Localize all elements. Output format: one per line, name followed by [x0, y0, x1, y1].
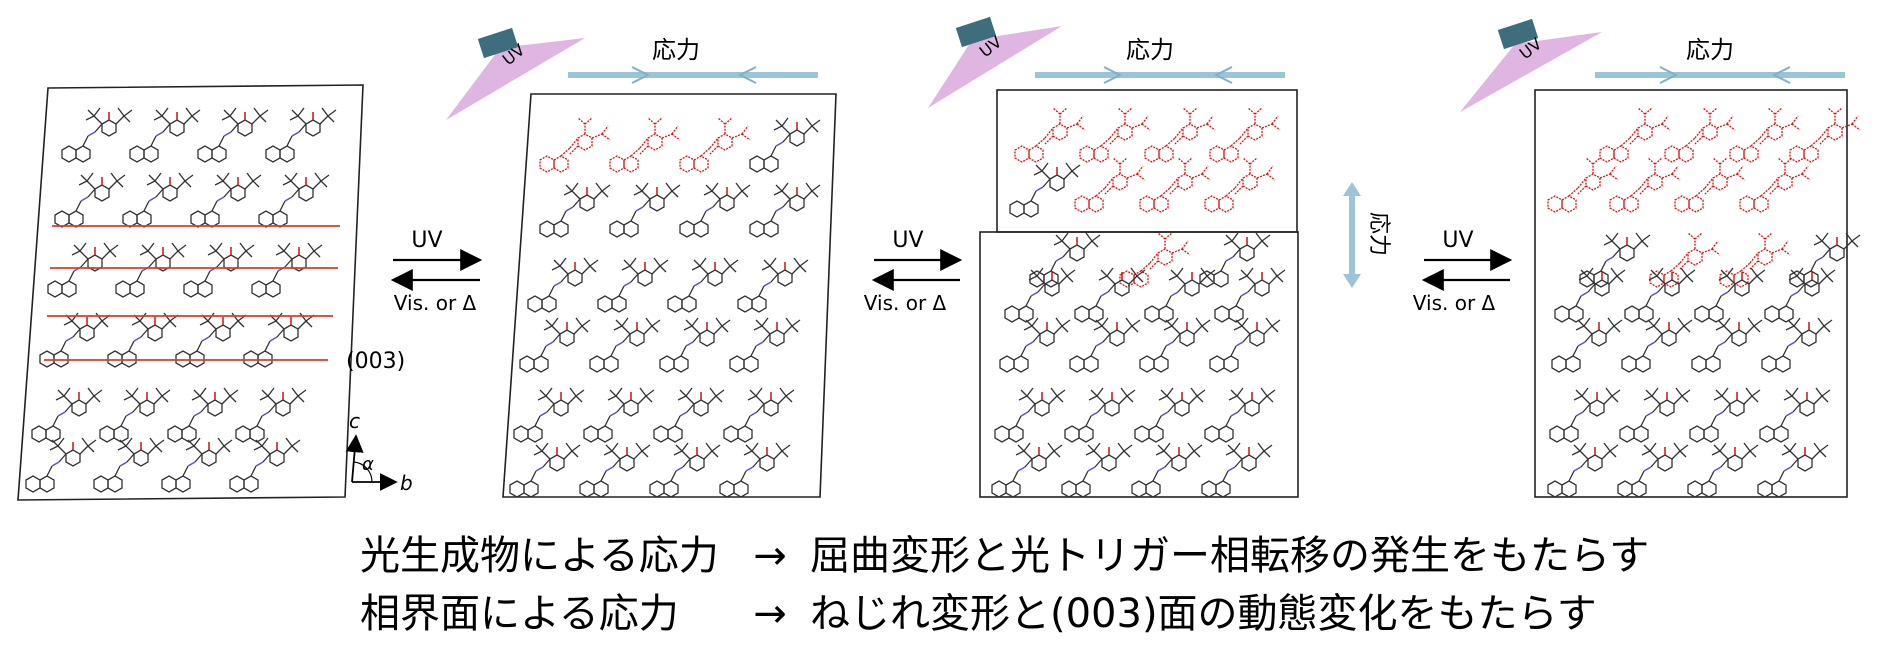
stress-label: 応力 — [1686, 36, 1734, 64]
side-stress-label: 応力 — [1366, 212, 1391, 256]
plane-label: (003) — [346, 349, 405, 374]
panel-3: UV 応力 応力 — [928, 16, 1391, 498]
caption-result: ねじれ変形と(003)面の動態変化をもたらす — [810, 591, 1597, 637]
b-axis-label: b — [400, 471, 413, 495]
stress-label: 応力 — [1126, 36, 1174, 64]
stress-label: 応力 — [652, 36, 700, 64]
lamp-body-icon — [955, 16, 997, 48]
stress-bar: 応力 — [1595, 36, 1845, 84]
caption-subject: 相界面による応力 — [360, 591, 679, 637]
reaction-arrows-1: UV Vis. or Δ — [390, 228, 483, 315]
stress-bar: 応力 — [568, 36, 818, 84]
arrow-forward-label: UV — [411, 228, 442, 253]
uv-beam — [928, 26, 1062, 108]
photoproduct-layer — [539, 117, 751, 173]
lamp-body-icon — [1497, 18, 1539, 50]
alpha-label: α — [362, 454, 374, 475]
lamp-body-icon — [477, 27, 519, 59]
unit-cell-frame — [17, 84, 364, 501]
caption-result: 屈曲変形と光トリガー相転移の発生をもたらす — [810, 533, 1650, 579]
reaction-arrows-2: UV Vis. or Δ — [864, 228, 963, 315]
c-axis-label: c — [349, 409, 360, 433]
reaction-arrows-3: UV Vis. or Δ — [1413, 228, 1513, 315]
arrow-reverse-label: Vis. or Δ — [864, 291, 947, 315]
photoproduct-layer — [1014, 107, 1281, 288]
unit-cell-frame — [1534, 89, 1848, 498]
arrow-reverse-label: Vis. or Δ — [1413, 291, 1496, 315]
caption-subject: 光生成物による応力 — [360, 533, 719, 579]
panel-4: UV 応力 — [1460, 18, 1861, 498]
uv-beam — [1460, 32, 1602, 112]
molecule-layer — [509, 117, 821, 498]
molecule-layer — [991, 162, 1286, 498]
arrow-reverse-label: Vis. or Δ — [394, 291, 477, 315]
uv-lamp: UV — [928, 16, 1062, 108]
uv-lamp: UV — [1460, 18, 1602, 112]
arrow-forward-label: UV — [892, 228, 923, 253]
caption-arrow: → — [753, 591, 787, 637]
molecule-layer — [1547, 232, 1861, 498]
panel-1: (003) c b α — [17, 84, 413, 501]
side-stress-arrow: 応力 — [1343, 182, 1391, 288]
photoproduct-layer — [1547, 107, 1861, 288]
caption-arrow: → — [753, 533, 787, 579]
c-axis — [345, 434, 364, 483]
alpha-arc — [353, 461, 373, 483]
caption-line-2: 相界面による応力 → ねじれ変形と(003)面の動態変化をもたらす — [360, 588, 1597, 640]
uv-beam — [446, 38, 585, 120]
stress-bar: 応力 — [1035, 36, 1285, 84]
panel-2: UV 応力 — [446, 27, 837, 498]
caption-line-1: 光生成物による応力 → 屈曲変形と光トリガー相転移の発生をもたらす — [360, 530, 1649, 582]
molecule-layer — [25, 107, 337, 493]
uv-lamp: UV — [446, 27, 585, 120]
arrow-forward-label: UV — [1442, 228, 1473, 253]
unit-cell-frame — [502, 93, 837, 498]
axes-indicator: c b α — [345, 409, 413, 495]
